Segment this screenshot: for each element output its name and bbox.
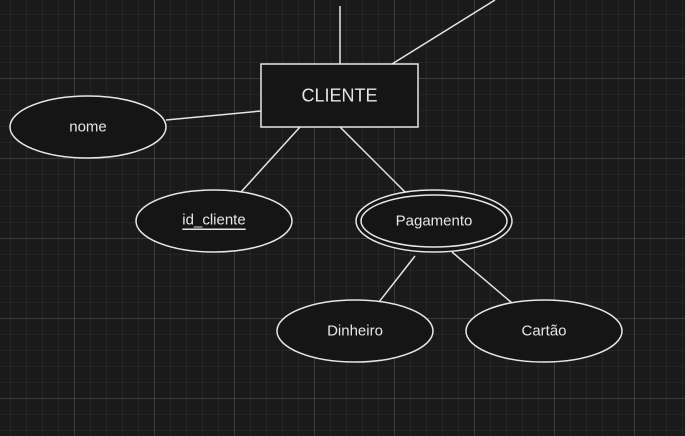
entity-cliente-box xyxy=(260,63,419,128)
edge-cliente-topright[interactable] xyxy=(391,0,496,65)
attribute-cartao[interactable]: Cartão xyxy=(465,299,623,363)
attribute-id-cliente-ellipse xyxy=(135,189,293,253)
attribute-pagamento-inner-ellipse xyxy=(360,194,508,248)
attribute-nome-label: nome xyxy=(69,119,107,136)
attribute-pagamento[interactable]: Pagamento xyxy=(355,189,513,253)
attribute-cartao-ellipse xyxy=(465,299,623,363)
attribute-nome[interactable]: nome xyxy=(9,95,167,159)
attribute-pagamento-label: Pagamento xyxy=(396,213,473,230)
entity-cliente[interactable]: CLIENTE xyxy=(260,63,419,128)
edge-cliente-nome[interactable] xyxy=(165,110,262,121)
edge-pagamento-dinheiro[interactable] xyxy=(378,255,416,303)
attribute-id-cliente[interactable]: id_cliente xyxy=(135,189,293,253)
attribute-id-cliente-label: id_cliente xyxy=(182,212,245,229)
entity-cliente-label: CLIENTE xyxy=(301,86,377,106)
edge-cliente-id-cliente[interactable] xyxy=(240,126,301,193)
attribute-dinheiro-ellipse xyxy=(276,299,434,363)
attribute-dinheiro-label: Dinheiro xyxy=(327,323,383,340)
attribute-dinheiro[interactable]: Dinheiro xyxy=(276,299,434,363)
edge-pagamento-cartao[interactable] xyxy=(451,251,513,304)
attribute-cartao-label: Cartão xyxy=(521,323,566,340)
edge-cliente-pagamento[interactable] xyxy=(339,126,406,193)
attribute-nome-ellipse xyxy=(9,95,167,159)
